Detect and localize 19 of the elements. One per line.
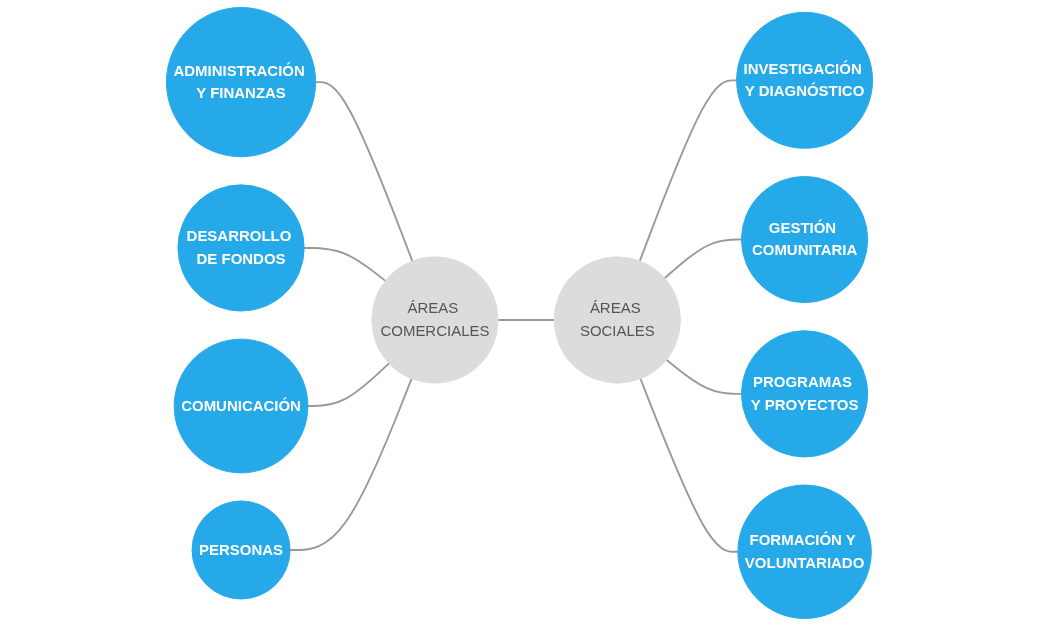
connector (314, 81, 414, 262)
connector (663, 238, 743, 280)
node-circle: GESTIÓN COMUNITARIA (741, 175, 869, 304)
connector (307, 362, 390, 407)
connector (665, 358, 743, 395)
connector (639, 377, 739, 553)
node-circle: PROGRAMAS Y PROYECTOS (741, 330, 869, 458)
connector (303, 247, 387, 282)
node-circle: ÁREAS COMERCIALES (371, 256, 499, 384)
connector (638, 79, 738, 262)
node-circle: INVESTIGACIÓN Y DIAGNÓSTICO (736, 11, 874, 149)
connector (497, 319, 556, 321)
node-circle: ADMINISTRACIÓN Y FINANZAS (165, 7, 317, 158)
connector (289, 377, 413, 551)
node-circle: PERSONAS (191, 500, 291, 600)
node-circle: COMUNICACIÓN (173, 338, 309, 474)
node-circle: ÁREAS SOCIALES (553, 256, 681, 384)
node-circle: DESARROLLO DE FONDOS (177, 184, 305, 312)
node-circle: FORMACIÓN Y VOLUNTARIADO (737, 484, 872, 619)
